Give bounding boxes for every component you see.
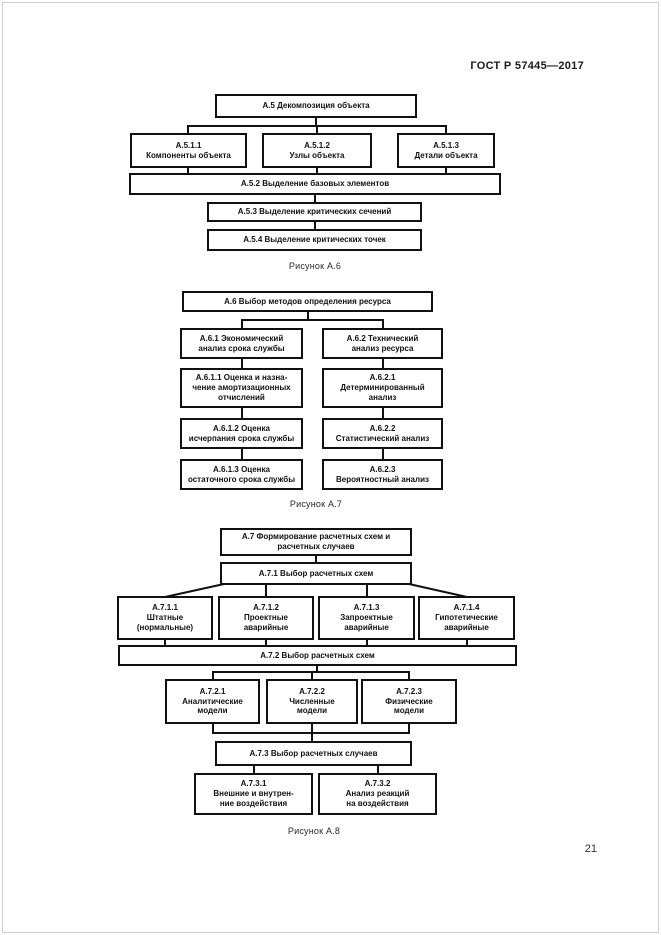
node-a72: А.7.2 Выбор расчетных схем	[118, 645, 517, 666]
node-a61: А.6.1 Экономический анализ срока службы	[180, 328, 303, 359]
node-a722: А.7.2.2 Численные модели	[266, 679, 358, 724]
node-a511: А.5.1.1 Компоненты объекта	[130, 133, 247, 168]
running-header: ГОСТ Р 57445—2017	[470, 60, 584, 72]
connector-line	[314, 194, 316, 203]
connector-line	[445, 125, 447, 134]
connector-line	[316, 125, 318, 134]
node-a612: А.6.1.2 Оценка исчерпания срока службы	[180, 418, 303, 449]
node-a613: А.6.1.3 Оценка остаточного срока службы	[180, 459, 303, 490]
node-a513: А.5.1.3 Детали объекта	[397, 133, 495, 168]
figure-a6-caption: Рисунок А.6	[288, 261, 342, 271]
connector-line	[241, 407, 243, 419]
node-a711: А.7.1.1 Штатные (нормальные)	[117, 596, 213, 640]
node-a7: А.7 Формирование расчетных схем и расчет…	[220, 528, 412, 556]
connector-line	[164, 639, 166, 646]
connector-line	[382, 319, 384, 329]
connector-line	[311, 671, 313, 680]
node-a62: А.6.2 Технический анализ ресурса	[322, 328, 443, 359]
node-a713: А.7.1.3 Запроектные аварийные	[318, 596, 415, 640]
node-a73: А.7.3 Выбор расчетных случаев	[215, 741, 412, 766]
connector-line	[445, 166, 447, 174]
connector-line	[307, 311, 309, 321]
node-a623: А.6.2.3 Вероятностный анализ	[322, 459, 443, 490]
connector-line	[187, 125, 189, 134]
connector-line	[241, 448, 243, 460]
node-a6: А.6 Выбор методов определения ресурса	[182, 291, 433, 312]
node-a71: А.7.1 Выбор расчетных схем	[220, 562, 412, 585]
connector-line	[408, 671, 410, 680]
node-a621: А.6.2.1 Детерминированный анализ	[322, 368, 443, 408]
connector-line	[241, 358, 243, 369]
node-a732: А.7.3.2 Анализ реакций на воздействия	[318, 773, 437, 815]
connector-line	[212, 723, 214, 734]
connector-line	[241, 319, 243, 329]
node-a512: А.5.1.2 Узлы объекта	[262, 133, 372, 168]
connector-line	[382, 448, 384, 460]
node-a721: А.7.2.1 Аналитические модели	[165, 679, 260, 724]
connector-line	[253, 764, 255, 774]
connector-line	[241, 319, 384, 321]
connector-line	[316, 166, 318, 174]
page-number: 21	[584, 843, 597, 855]
connector-line	[187, 166, 189, 174]
node-a731: А.7.3.1 Внешние и внутрен- ние воздейств…	[194, 773, 313, 815]
node-a712: А.7.1.2 Проектные аварийные	[218, 596, 314, 640]
node-a53: А.5.3 Выделение критических сечений	[207, 202, 422, 222]
connector-line	[466, 639, 468, 646]
node-a723: А.7.2.3 Физические модели	[361, 679, 457, 724]
connector-line	[382, 358, 384, 369]
connector-line	[315, 554, 317, 564]
connector-line	[311, 723, 313, 734]
connector-line	[212, 671, 214, 680]
connector-line	[265, 583, 267, 597]
connector-line	[408, 723, 410, 734]
connector-line	[377, 764, 379, 774]
connector-line	[366, 583, 368, 597]
connector-line	[311, 732, 313, 742]
connector-line	[382, 407, 384, 419]
figure-a8-caption: Рисунок А.8	[287, 826, 341, 836]
connector-line	[315, 117, 317, 127]
node-a5: А.5 Декомпозиция объекта	[215, 94, 417, 118]
figure-a7-caption: Рисунок А.7	[289, 499, 343, 509]
node-a52: А.5.2 Выделение базовых элементов	[129, 173, 501, 195]
connector-line	[314, 221, 316, 230]
node-a714: А.7.1.4 Гипотетические аварийные	[418, 596, 515, 640]
node-a54: А.5.4 Выделение критических точек	[207, 229, 422, 251]
connector-line	[366, 639, 368, 646]
connector-line	[316, 665, 318, 673]
connector-line	[265, 639, 267, 646]
node-a611: А.6.1.1 Оценка и назна- чение амортизаци…	[180, 368, 303, 408]
node-a622: А.6.2.2 Статистический анализ	[322, 418, 443, 449]
